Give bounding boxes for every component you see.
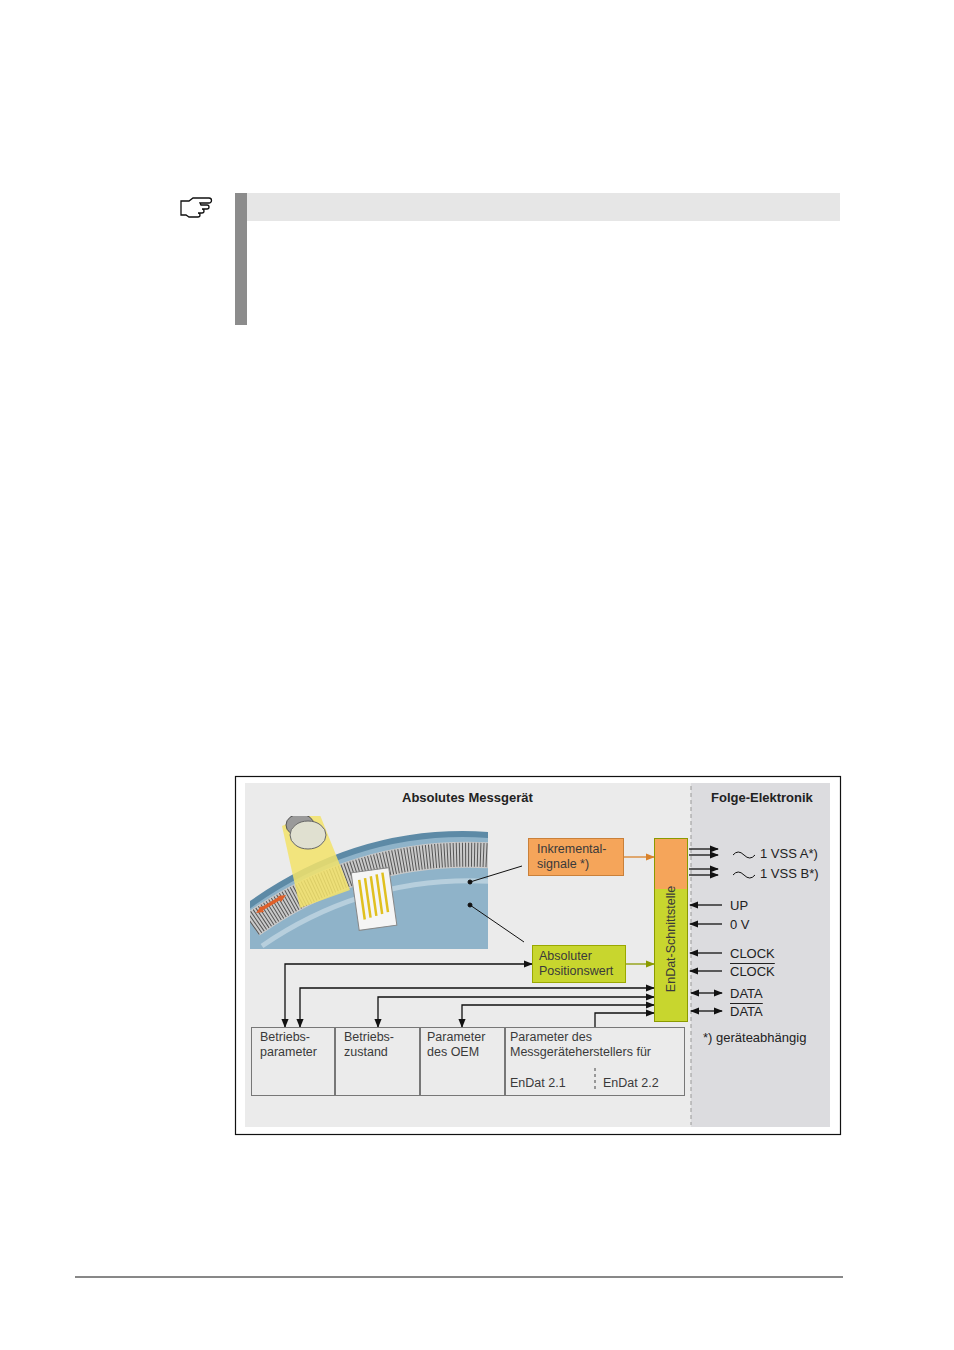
signal-box: Absoluter Positionswert [532, 945, 626, 983]
note-side-bar [235, 193, 247, 325]
signal-name: UP [730, 898, 748, 913]
node-text: EnDat 2.1 [510, 1076, 566, 1091]
node-text: Betriebs- parameter [260, 1030, 326, 1060]
parameter-box: Betriebs- parameter [251, 1027, 335, 1096]
version-divider [595, 1068, 596, 1092]
figure-frame [236, 777, 841, 1135]
encoder-illustration [250, 816, 488, 949]
note-icon [181, 198, 212, 217]
connector [285, 964, 532, 1027]
node-text: Betriebs- zustand [344, 1030, 411, 1060]
signal-name: 1 VSS B*) [760, 866, 819, 881]
interface-box: EnDat-Schnittstelle [654, 838, 688, 1022]
leader-lines [468, 866, 524, 942]
region-title: Folge-Elektronik [711, 790, 813, 805]
note-header-bar [235, 193, 840, 221]
node-text: Parameter des OEM [427, 1030, 498, 1060]
region-title: Absolutes Messgerät [402, 790, 533, 805]
parameter-box: Betriebs- zustand [335, 1027, 420, 1096]
node-text: EnDat 2.2 [603, 1076, 659, 1091]
parameter-box: Parameter des Messgeräteherstellers fürE… [505, 1027, 685, 1096]
node-text: Absoluter Positionswert [539, 949, 619, 979]
connector [462, 1005, 654, 1027]
signal-name: CLOCK [730, 946, 775, 961]
signal-name: 0 V [730, 917, 750, 932]
signal-name: DATA [730, 1004, 763, 1019]
connector [624, 856, 654, 857]
footnote: *) geräteabhängig [703, 1030, 806, 1045]
connector [300, 988, 654, 1027]
node-text: EnDat-Schnittstelle [664, 886, 679, 992]
connector [378, 997, 654, 1027]
parameter-box: Parameter des OEM [420, 1027, 505, 1096]
signal-name: DATA [730, 986, 763, 1001]
connector [626, 963, 654, 964]
connector [595, 1013, 654, 1027]
footer-rule [75, 1277, 843, 1278]
signal-name: CLOCK [730, 964, 775, 979]
signal-name: 1 VSS A*) [760, 846, 818, 861]
boundary-line [691, 786, 692, 1125]
node-text: Inkremental- signale *) [537, 842, 615, 872]
electronics-area [691, 783, 830, 1127]
signal-box: Inkremental- signale *) [528, 838, 624, 876]
node-text: Parameter des Messgeräteherstellers für [510, 1030, 680, 1060]
